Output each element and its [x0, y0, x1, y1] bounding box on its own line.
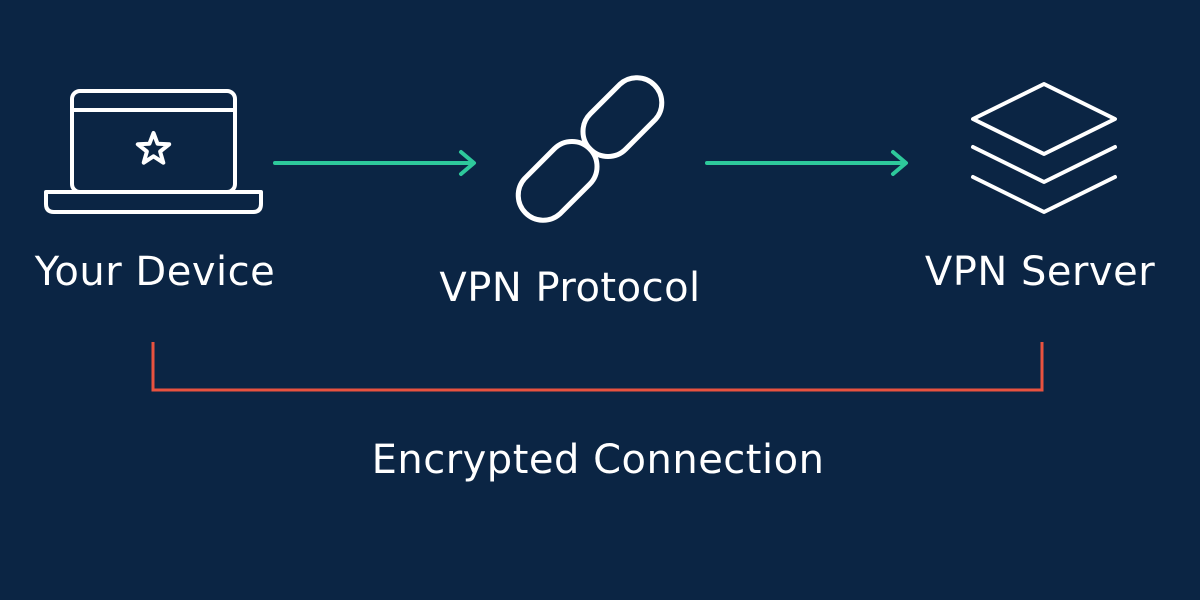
- encryption-bracket: [151, 342, 1044, 392]
- laptop-star-icon: [44, 89, 263, 214]
- server-label: VPN Server: [924, 249, 1156, 295]
- arrow-device-to-protocol: [273, 150, 476, 176]
- device-label: Your Device: [34, 249, 276, 295]
- chain-link-icon: [515, 75, 665, 223]
- arrow-protocol-to-server: [705, 150, 908, 176]
- protocol-label: VPN Protocol: [439, 265, 701, 311]
- encrypted-connection-label: Encrypted Connection: [371, 437, 825, 483]
- stacked-layers-icon: [971, 82, 1117, 214]
